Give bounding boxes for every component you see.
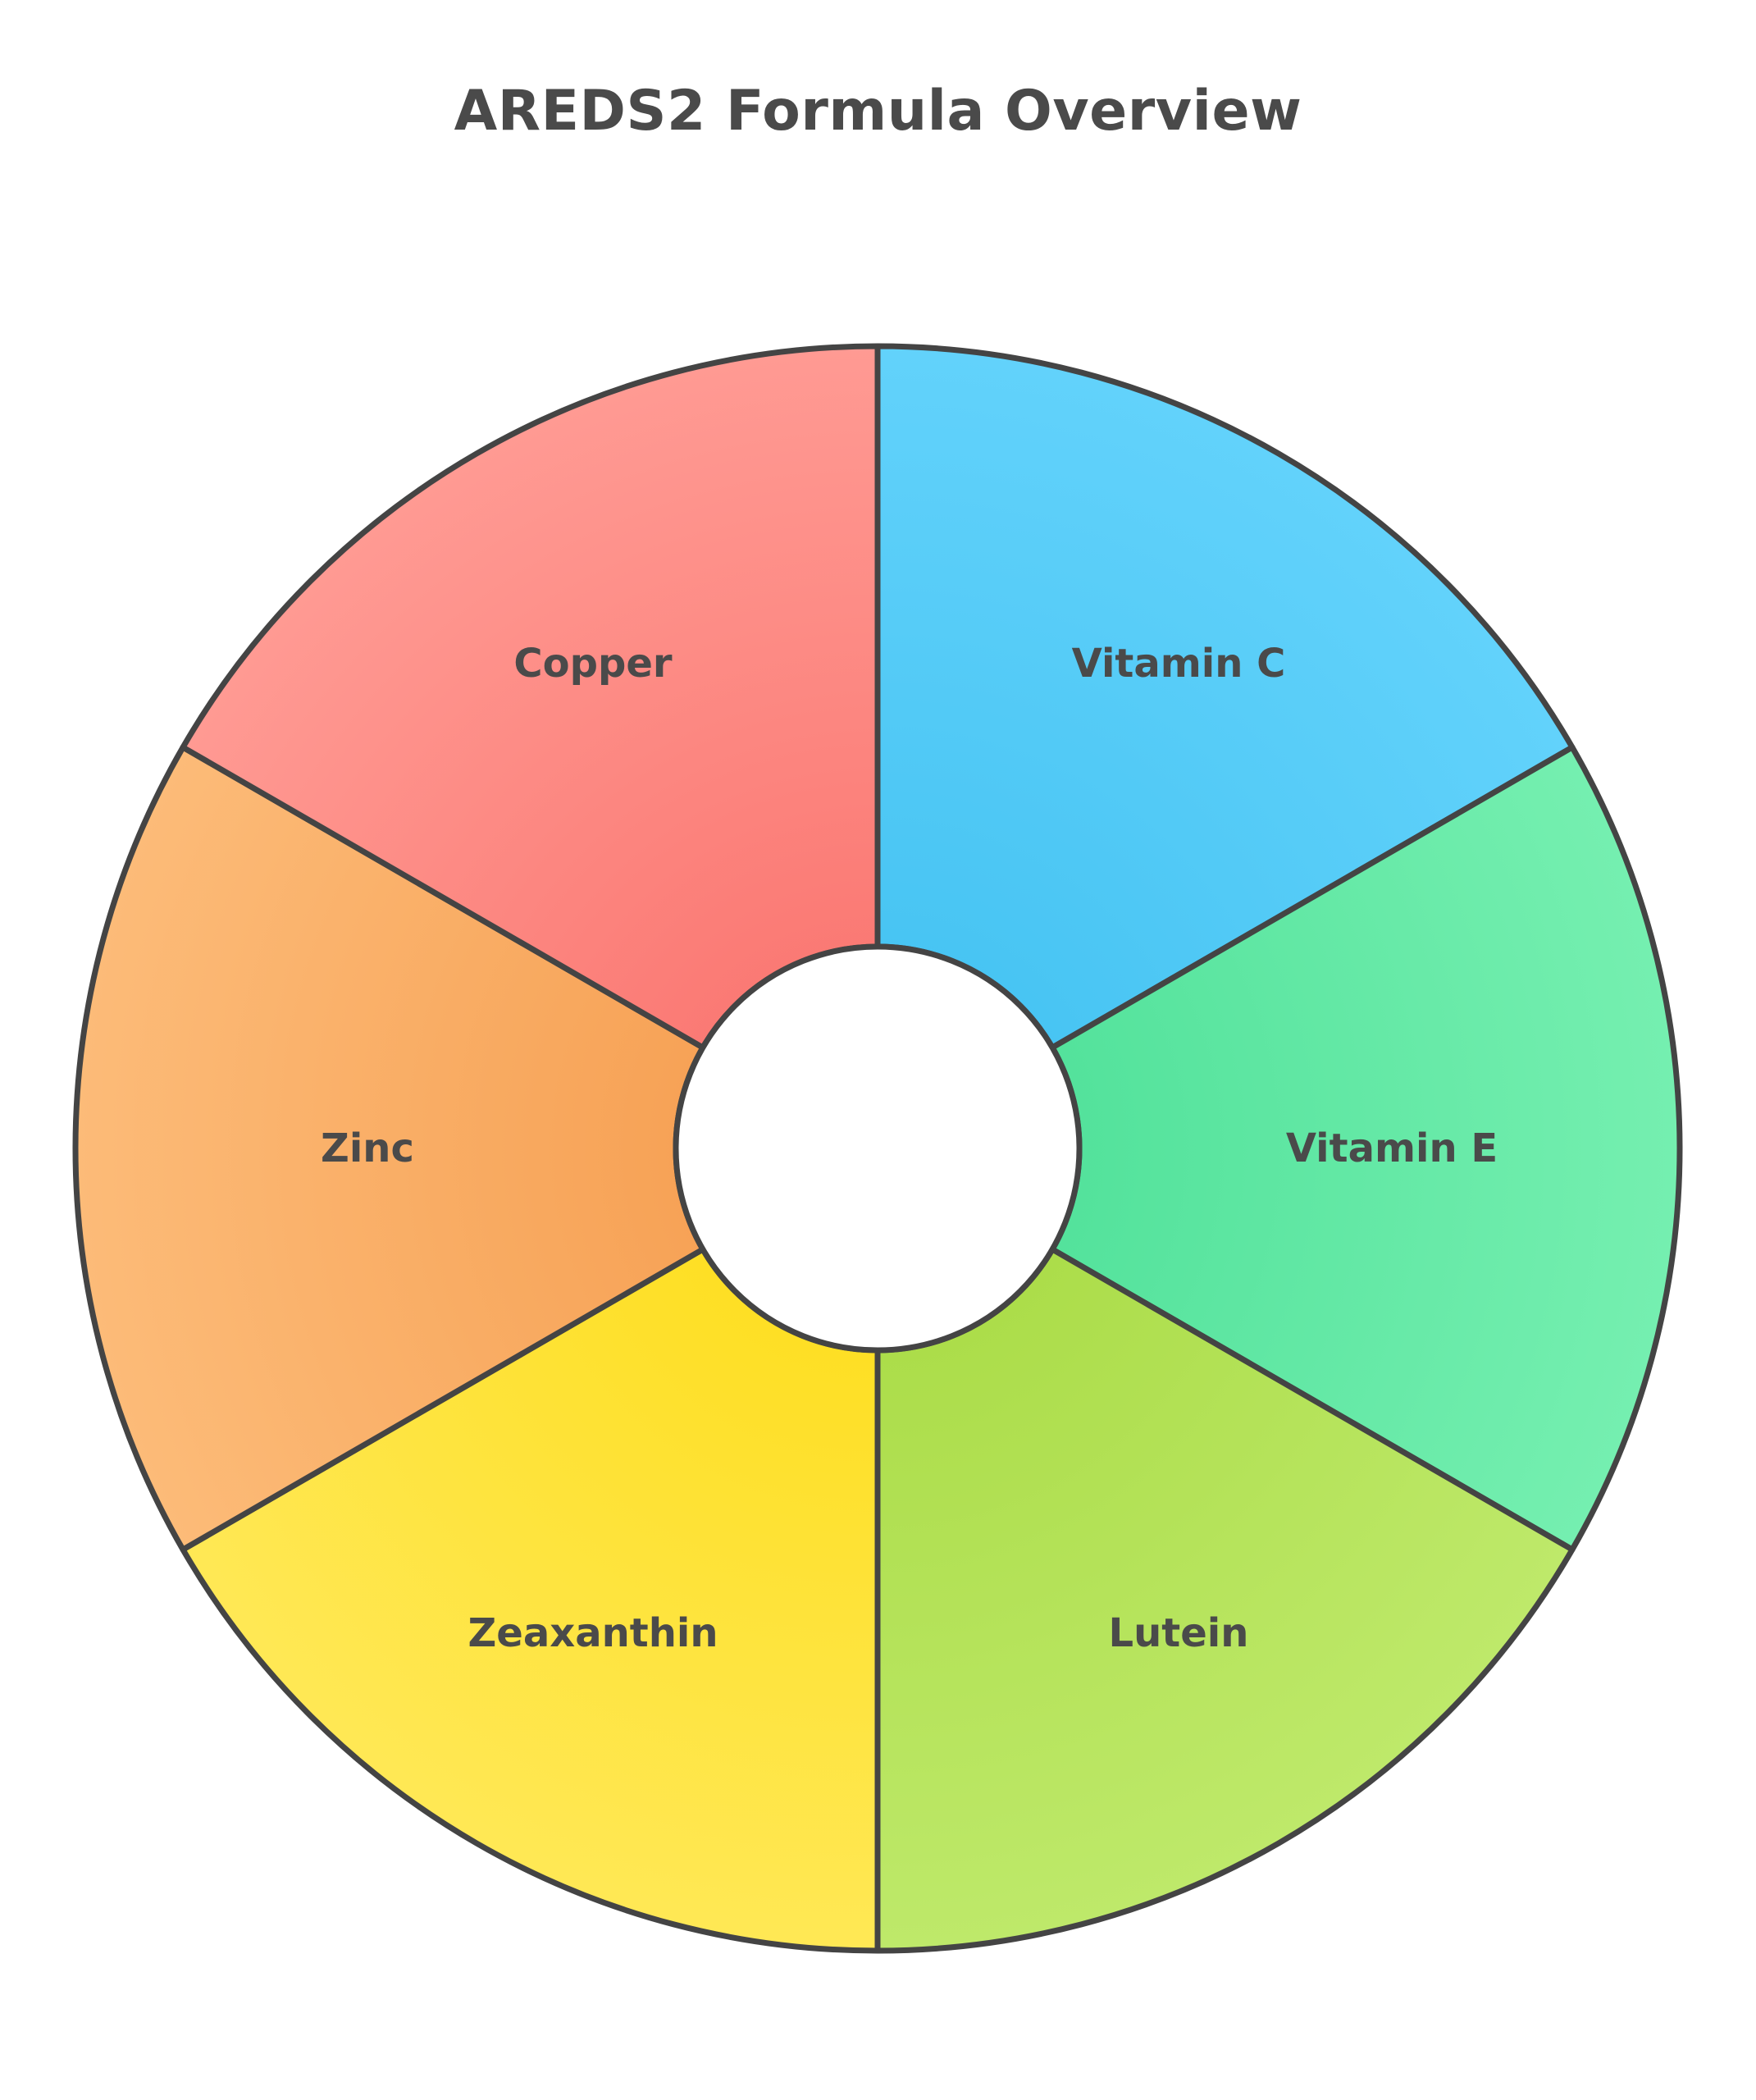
slice-label-lutein: Lutein: [1109, 1610, 1249, 1656]
slice-label-vitamin-e: Vitamin E: [1286, 1125, 1498, 1171]
slice-label-zinc: Zinc: [321, 1125, 414, 1171]
slice-label-vitamin-c: Vitamin C: [1072, 641, 1286, 687]
donut-slice-labels: Vitamin C Vitamin E Lutein Zeaxanthin Zinc Co…: [321, 641, 1498, 1656]
chart-title: AREDS2 Formula Overview: [454, 79, 1302, 144]
donut-center-hole: [673, 943, 1083, 1354]
slice-label-copper: Copper: [513, 641, 672, 687]
donut-slices: [72, 343, 1683, 1954]
slice-label-zeaxanthin: Zeaxanthin: [468, 1610, 718, 1656]
